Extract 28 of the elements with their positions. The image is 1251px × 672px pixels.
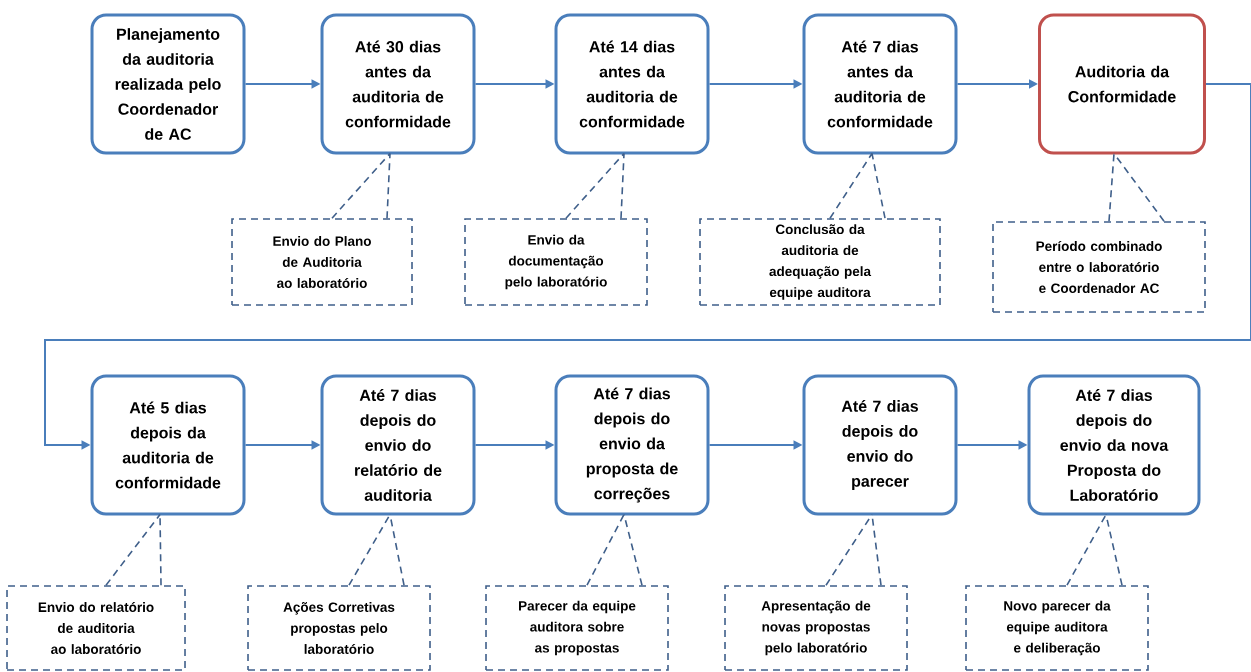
milestone-box: Auditoria da Conformidade: [1038, 13, 1206, 155]
callout-box: Parecer da equipe auditora sobre as propostas: [485, 585, 669, 671]
arrow: [44, 83, 1251, 450]
callout-box: Envio do Plano de Auditoria ao laboratório: [231, 218, 413, 306]
step-box: Até 14 dias antes da auditoria de conformidade: [554, 13, 710, 155]
callout-pointer: [586, 513, 643, 586]
step-box: Até 30 dias antes da auditoria de conformidade: [320, 13, 476, 155]
callout-box: Conclusão da auditoria de adequação pela equipe auditora: [699, 218, 941, 306]
callout-box: Novo parecer da equipe auditora e deliberação: [965, 585, 1149, 671]
callout-box: Envio do relatório de auditoria ao laboratório: [6, 585, 186, 671]
step-box: Até 7 dias depois do envio da proposta de correções: [554, 374, 710, 516]
callout-box: Período combinado entre o laboratório e Coordenador AC: [992, 221, 1206, 313]
callout-box: Envio da documentação pelo laboratório: [464, 218, 648, 306]
step-box: Planejamento da auditoria realizada pelo Coordenador de AC: [90, 13, 246, 155]
step-box: Até 5 dias depois da auditoria de conformidade: [90, 374, 246, 516]
callout-pointer: [829, 152, 886, 219]
step-box: Até 7 dias depois do envio da nova Proposta do Laboratório: [1027, 374, 1201, 516]
callout-pointer: [1108, 152, 1165, 222]
callout-pointer: [105, 513, 162, 586]
step-box: Até 7 dias depois do envio do parecer: [802, 374, 958, 516]
callout-pointer: [565, 152, 625, 219]
callout-box: Ações Corretivas propostas pelo laboratório: [247, 585, 431, 671]
callout-box: Apresentação de novas propostas pelo laboratório: [724, 585, 908, 671]
callout-pointer: [825, 513, 882, 586]
step-box: Até 7 dias antes da auditoria de conformidade: [802, 13, 958, 155]
callout-pointer: [1066, 513, 1123, 586]
step-box: Até 7 dias depois do envio do relatório de auditoria: [320, 374, 476, 516]
callout-pointer: [331, 152, 391, 219]
